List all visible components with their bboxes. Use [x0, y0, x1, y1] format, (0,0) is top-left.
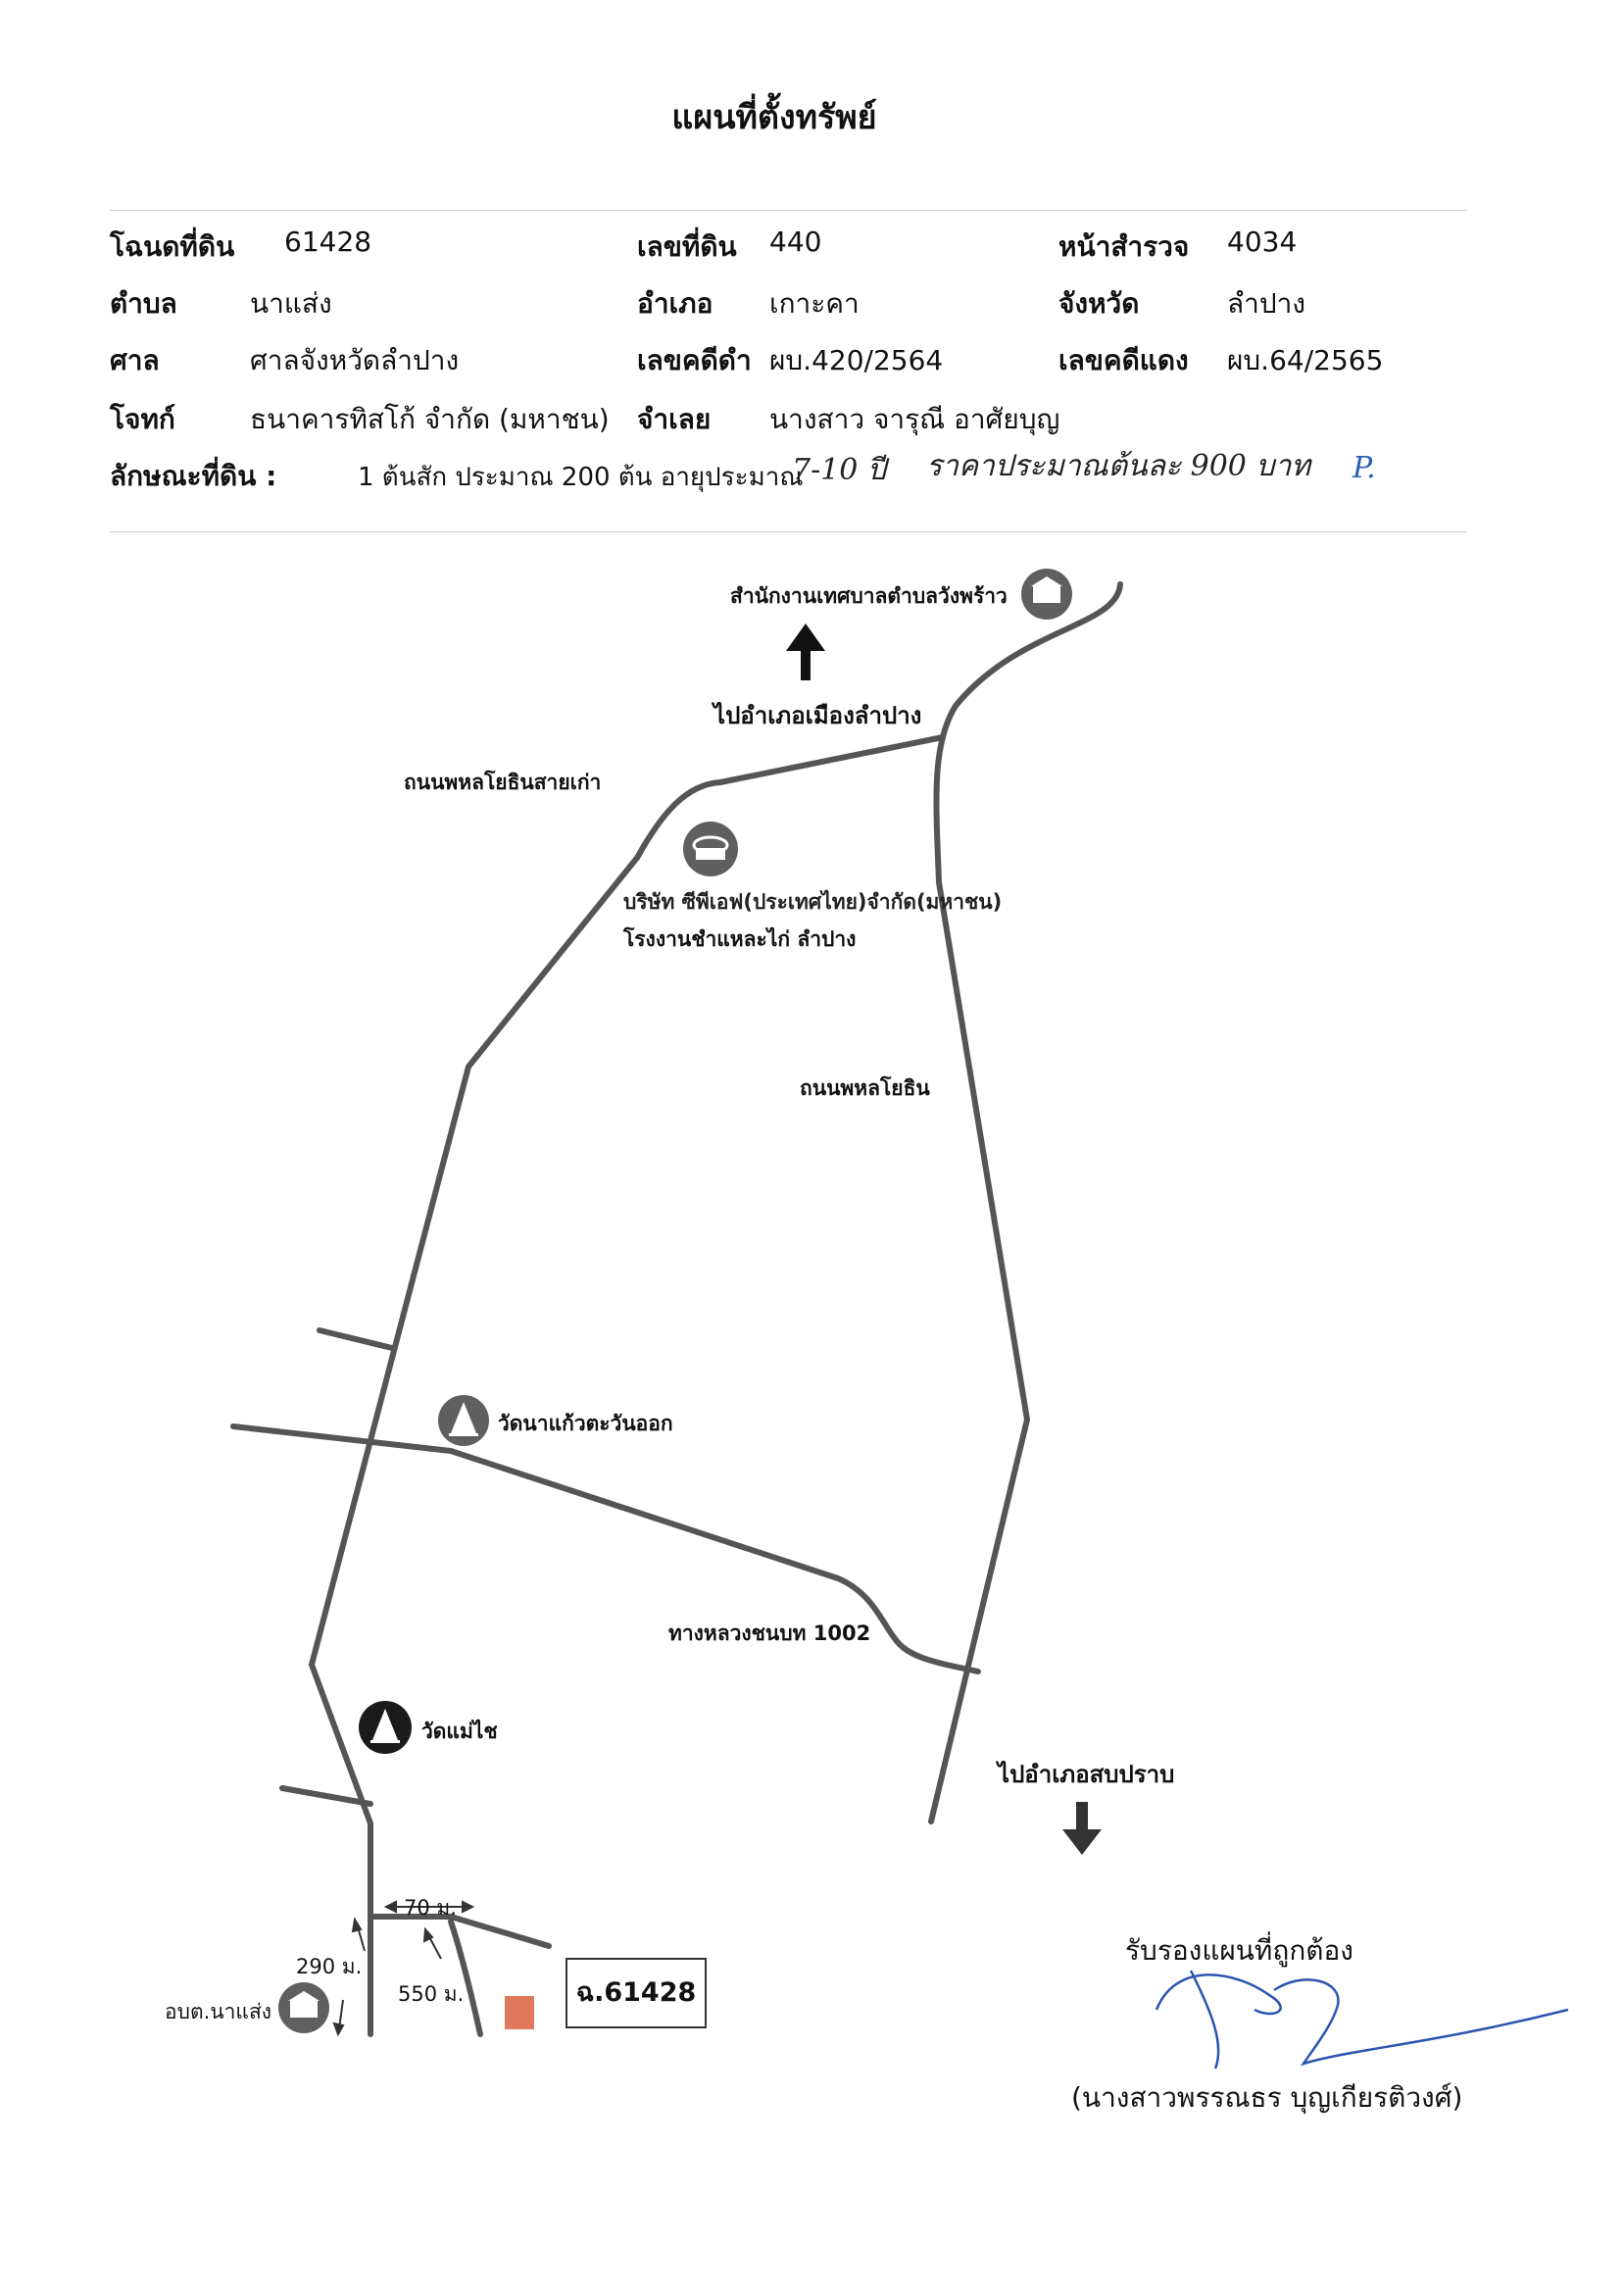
defendant-label: จำเลย [637, 403, 712, 435]
map-label-phahonyothin: ถนนพหลโยธิน [800, 1076, 930, 1100]
land-no-value: 440 [769, 225, 822, 258]
side-road-2 [279, 1785, 373, 1807]
certification-text: รับรองแผนที่ถูกต้อง [1125, 1934, 1353, 1967]
map-label-rural-road: ทางหลวงชนบท 1002 [668, 1622, 871, 1645]
map-label-tambon-office: สำนักงานเทศบาลตำบลวังพร้าว [730, 584, 1008, 608]
map-label-to-sopprap: ไปอำเภอสบปราบ [998, 1761, 1175, 1788]
handwritten-price: ราคาประมาณต้นละ 900 บาท [926, 449, 1311, 483]
map-label-70m: 70 ม. [404, 1896, 457, 1920]
map-label-plant: โรงงานชำแหละไก่ ลำปาง [623, 927, 857, 951]
court-label: ศาล [110, 344, 160, 376]
district-value: เกาะคา [769, 287, 860, 320]
plot-marker [505, 1996, 534, 2029]
province-value: ลำปาง [1227, 287, 1306, 320]
map-label-old-road: ถนนพหลโยธินสายเก่า [404, 771, 602, 794]
field-divider [110, 531, 1467, 532]
land-no-label: เลขที่ดิน [637, 230, 737, 263]
red-case-label: เลขคดีแดง [1058, 344, 1189, 376]
land-characteristic-value: 1 ต้นสัก ประมาณ 200 ต้น อายุประมาณ [358, 463, 804, 492]
black-case-label: เลขคดีดำ [637, 344, 752, 376]
red-case-value: ผบ.64/2565 [1227, 344, 1384, 376]
defendant-value: นางสาว จารุณี อาศัยบุญ [769, 403, 1060, 435]
header-divider [110, 210, 1467, 211]
rural-road-1002 [230, 1423, 981, 1674]
soi-road-2 [448, 1919, 483, 2037]
subdistrict-value: นาแส่ง [250, 287, 332, 320]
map-label-company: บริษัท ซีพีเอฟ(ประเทศไทย)จำกัด(มหาชน) [623, 890, 1003, 914]
up-arrow-icon [786, 624, 825, 680]
deed-value: 61428 [284, 225, 372, 258]
soi-road-1 [368, 1914, 552, 1949]
map-label-wat-maechai: วัดแม่ไช [421, 1720, 498, 1743]
down-arrow-icon [1062, 1802, 1102, 1855]
province-label: จังหวัด [1058, 287, 1140, 320]
survey-value: 4034 [1227, 225, 1298, 258]
plot-number-box: ฉ.61428 [566, 1958, 707, 2028]
handwritten-initial: P. [1352, 451, 1376, 485]
survey-label: หน้าสำรวจ [1058, 230, 1190, 263]
signer-name: (นางสาวพรรณธร บุญเกียรติวงศ์) [1071, 2081, 1463, 2114]
black-case-value: ผบ.420/2564 [769, 344, 944, 376]
temple-icon-wat-naew [438, 1395, 489, 1446]
map-label-290m: 290 ม. [296, 1955, 363, 1978]
plaintiff-value: ธนาคารทิสโก้ จำกัด (มหาชน) [250, 403, 610, 435]
land-characteristic-label: ลักษณะที่ดิน : [110, 460, 277, 492]
court-value: ศาลจังหวัดลำปาง [250, 344, 460, 376]
plaintiff-label: โจทก์ [110, 403, 175, 435]
map-label-obt: อบต.นาแส่ง [165, 2000, 272, 2023]
page-title: แผนที่ตั้งทรัพย์ [671, 98, 877, 137]
old-phahonyothin-road [309, 734, 946, 2037]
district-label: อำเภอ [637, 287, 713, 320]
map-label-to-mueang: ไปอำเภอเมืองลำปาง [713, 702, 922, 729]
signature-icon [1155, 1970, 1569, 2070]
deed-label: โฉนดที่ดิน [110, 230, 235, 263]
side-road-1 [317, 1327, 395, 1351]
office-icon-wangphrao [1021, 569, 1072, 620]
factory-icon-cpf [683, 822, 738, 876]
map-label-550m: 550 ม. [398, 1982, 465, 2006]
handwritten-age: 7-10 ปี [792, 453, 886, 487]
map-label-wat-naew: วัดนาแก้วตะวันออก [498, 1412, 673, 1435]
phahonyothin-road [928, 581, 1123, 1824]
office-icon-obt [278, 1982, 329, 2033]
temple-icon-wat-maechai [359, 1701, 412, 1754]
subdistrict-label: ตำบล [110, 287, 177, 320]
